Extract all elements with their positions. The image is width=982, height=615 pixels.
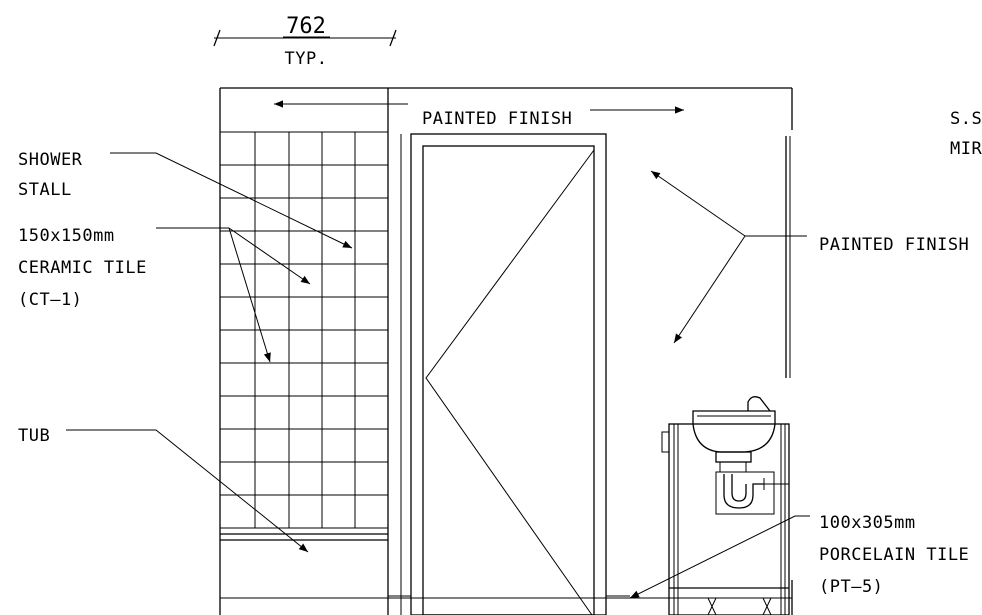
tub-label: TUB: [18, 426, 50, 446]
mirror: [785, 136, 791, 378]
porcelain-tile-label-2: PORCELAIN TILE: [819, 545, 969, 565]
dimension-note: TYP.: [285, 49, 328, 69]
tub: [220, 533, 388, 541]
shower-stall-callout: SHOWER STALL: [18, 150, 353, 249]
ceramic-tile-label-3: (CT–1): [18, 290, 82, 310]
ceramic-tile-label-2: CERAMIC TILE: [18, 258, 147, 278]
tub-callout: TUB: [18, 426, 309, 553]
mirror-callout: S.S MIR: [950, 109, 982, 159]
door: [388, 133, 630, 615]
wall-outline: [219, 87, 793, 615]
ceramic-tile-callout: 150x150mm CERAMIC TILE (CT–1): [18, 226, 311, 363]
dimension-value: 762: [286, 14, 326, 39]
ceramic-tile-label-1: 150x150mm: [18, 226, 115, 246]
dimension-762: 762 TYP.: [213, 14, 397, 69]
porcelain-tile-callout: 100x305mm PORCELAIN TILE (PT–5): [629, 513, 969, 599]
vanity-sink: [661, 396, 790, 615]
shower-stall-label-2: STALL: [18, 180, 72, 200]
porcelain-tile-label-3: (PT–5): [819, 577, 883, 597]
porcelain-tile-label-1: 100x305mm: [819, 513, 916, 533]
painted-finish-top-label: PAINTED FINISH: [422, 109, 572, 129]
ceramic-tile-grid: [220, 131, 388, 529]
painted-finish-top-callout: PAINTED FINISH: [274, 100, 684, 129]
shower-stall-label-1: SHOWER: [18, 150, 83, 170]
ss-mirror-label-1: S.S: [950, 109, 982, 129]
painted-finish-right-label: PAINTED FINISH: [819, 235, 969, 255]
painted-finish-right-callout: PAINTED FINISH: [650, 170, 969, 344]
ss-mirror-label-2: MIR: [950, 139, 982, 159]
